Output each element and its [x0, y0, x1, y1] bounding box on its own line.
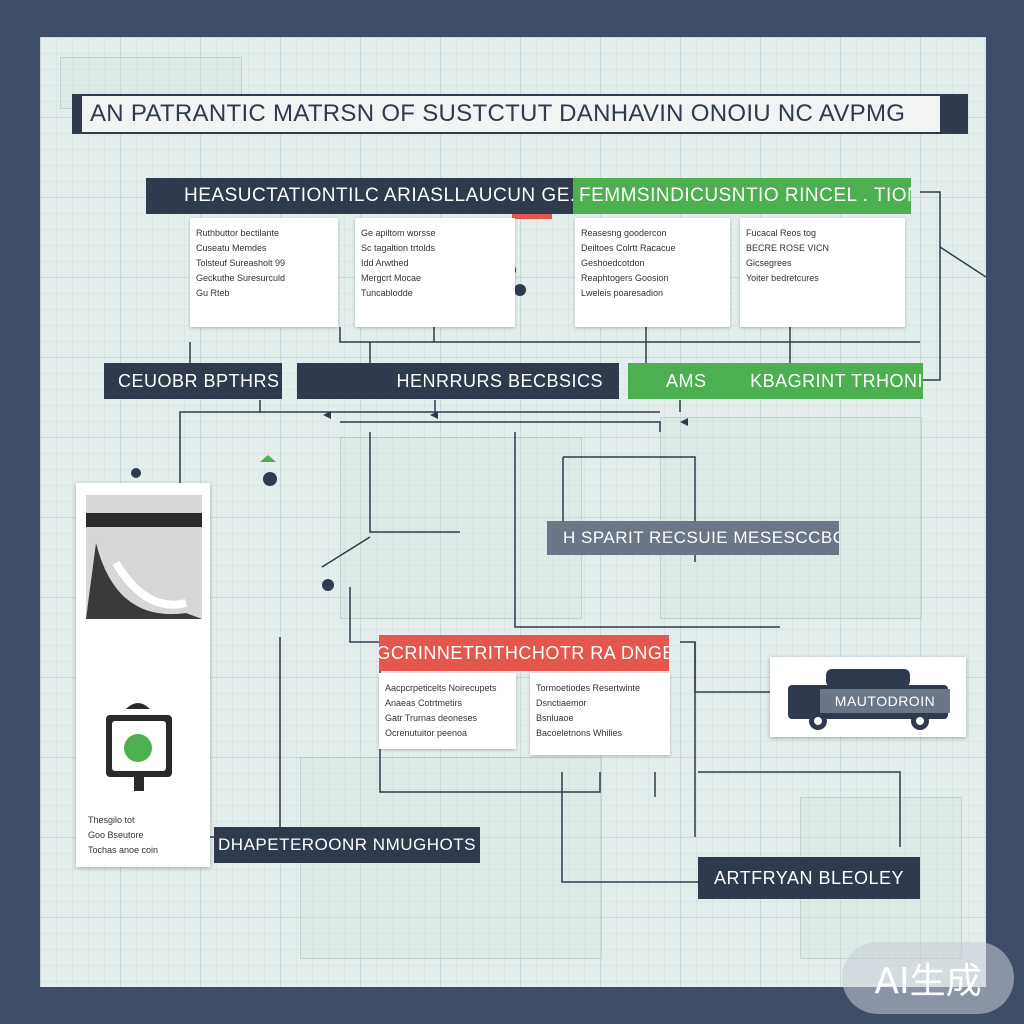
card-line: Idd Arwthed	[361, 258, 409, 268]
card-line: Aacpcrpeticelts Noirecupets	[385, 683, 497, 693]
info-card: Tormoetiodes Resertwinte Dsnctiaemor Bsn…	[530, 673, 670, 755]
card-line: Gicsegrees	[746, 258, 792, 268]
node-left: CEUOBR BPTHRS	[104, 363, 282, 399]
info-card: Ruthbuttor bectilante Cuseatu Memdes Tol…	[190, 218, 338, 327]
card-line: Gatr Trurnas deoneses	[385, 713, 478, 723]
illustration-panel: Thesgilo tot Goo Bseutore Tochas anoe co…	[76, 483, 210, 867]
card-line: Tuncablodde	[361, 288, 413, 298]
background-shape	[340, 437, 582, 619]
card-line: Ruthbuttor bectilante	[196, 228, 280, 238]
diagram-canvas: Thesgilo tot Goo Bseutore Tochas anoe co…	[40, 37, 986, 987]
panel-caption: Thesgilo tot Goo Bseutore Tochas anoe co…	[88, 813, 200, 858]
node-right: AMS KBAGRINT TRHONI	[628, 363, 923, 399]
card-line: Geshoedcotdon	[581, 258, 645, 268]
bottom-left-label: DHAPETEROONR NMUGHOTS	[214, 827, 480, 863]
vehicle-label: MAUTODROIN	[820, 689, 950, 713]
diagram-title-banner: AN PATRANTIC MATRSN OF SUSTCTUT DANHAVIN…	[72, 94, 968, 134]
bottom-right-label: ARTFRYAN BLEOLEY	[698, 857, 920, 899]
machine-illustration	[86, 495, 202, 791]
badge-text: AI生成	[874, 961, 982, 1002]
panel-caption-line: Thesgilo tot	[88, 815, 135, 825]
card-line: Bsnluaoe	[536, 713, 574, 723]
vehicle-card: MAUTODROIN	[770, 657, 966, 737]
card-line: Lweleis poaresadion	[581, 288, 664, 298]
card-line: Deiltoes Colrtt Racacue	[581, 243, 676, 253]
info-card: Ge apiltom worsse Sc tagaltion trtolds I…	[355, 218, 515, 327]
card-line: Bacoeletnons Whilies	[536, 728, 623, 738]
card-line: Dsnctiaemor	[536, 698, 587, 708]
node-right-prefix: AMS	[666, 370, 707, 391]
card-line: Fucacal Reos tog	[746, 228, 817, 238]
card-line: Sc tagaltion trtolds	[361, 243, 436, 253]
red-section-header: TAIGCRINNETRITHCHOTR RA DNGESS	[379, 635, 669, 671]
ai-generated-badge: AI生成	[842, 942, 1014, 1014]
connector-lines	[129, 191, 986, 883]
card-line: BECRE ROSE VICN	[746, 243, 830, 253]
info-card: Aacpcrpeticelts Noirecupets Anaeas Cotrt…	[379, 673, 516, 749]
panel-caption-line: Goo Bseutore	[88, 830, 144, 840]
section-header-right: FEMMSINDICUSNTIO RINCEL . TION	[573, 178, 911, 214]
background-shape	[660, 417, 922, 619]
card-line: Ge apiltom worsse	[361, 228, 436, 238]
card-line: Reasesng goodercon	[581, 228, 667, 238]
card-line: Yoiter bedretcures	[746, 273, 819, 283]
card-line: Anaeas Cotrtmetirs	[385, 698, 463, 708]
panel-caption-line: Tochas anoe coin	[88, 845, 159, 855]
info-card: Reasesng goodercon Deiltoes Colrtt Racac…	[575, 218, 730, 327]
card-line: Tolsteuf Sureasholt 99	[196, 258, 286, 268]
card-line: Ocrenutuitor peenoa	[385, 728, 468, 738]
card-line: Gu Rteb	[196, 288, 230, 298]
card-line: Reaphtogers Goosion	[581, 273, 669, 283]
title-tail	[940, 96, 966, 132]
node-right-label: KBAGRINT TRHONI	[750, 370, 923, 391]
card-line: Geckuthe Suresurculd	[196, 273, 286, 283]
node-middle: HENRRURS BECBSICS	[297, 363, 619, 399]
title-accent	[74, 96, 82, 132]
diagram-title: AN PATRANTIC MATRSN OF SUSTCTUT DANHAVIN…	[90, 100, 906, 127]
section-header-left: HEASUCTATIONTILC ARIASLLAUCUN GE.	[146, 178, 574, 214]
card-line: Tormoetiodes Resertwinte	[536, 683, 641, 693]
card-line: Mergcrt Mocae	[361, 273, 422, 283]
process-label: H SPARIT RECSUIE MESESCCBCBIST	[547, 521, 839, 555]
info-card: Fucacal Reos tog BECRE ROSE VICN Gicsegr…	[740, 218, 905, 327]
card-line: Cuseatu Memdes	[196, 243, 267, 253]
